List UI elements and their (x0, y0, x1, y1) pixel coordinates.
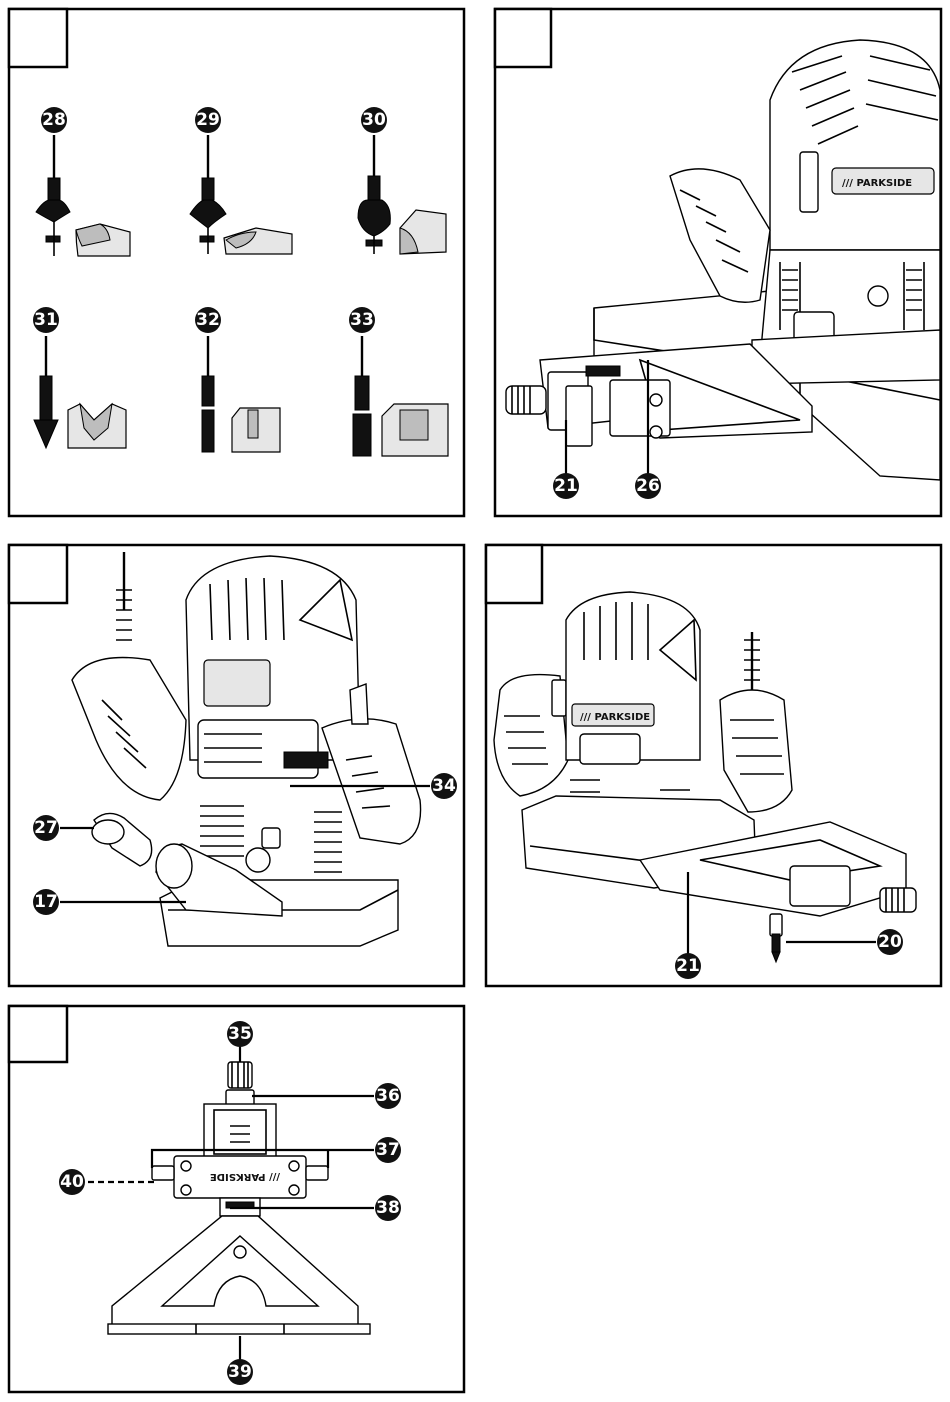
panel-bit-types (9, 9, 464, 516)
brand-label-panel4: /// PARKSIDE (580, 712, 650, 723)
svg-text:31: 31 (34, 310, 58, 330)
panel-parallel-guide-assembly: /// PARKSIDE (486, 545, 941, 986)
svg-text:33: 33 (350, 310, 374, 330)
callout-17-panel3: 17 (33, 889, 59, 915)
panel-dust-extraction-adapter: 34 27 17 (9, 545, 464, 986)
callout-26-panel2: 26 (635, 473, 661, 499)
panel-tab-1 (9, 9, 67, 67)
svg-text:35: 35 (228, 1024, 252, 1044)
svg-text:21: 21 (676, 956, 700, 976)
svg-text:17: 17 (34, 892, 58, 912)
panel-tab-2 (495, 9, 551, 67)
svg-text:28: 28 (42, 110, 66, 130)
svg-text:40: 40 (60, 1172, 84, 1192)
panel-parallel-guide-top-view: /// PARKSIDE 35 36 (9, 1006, 464, 1392)
callout-20-panel4: 20 (877, 929, 903, 955)
callout-33-panel1: 33 (349, 307, 375, 333)
callout-30-panel1: 30 (361, 107, 387, 133)
callout-32-panel1: 32 (195, 307, 221, 333)
callout-39-panel5: 39 (227, 1359, 253, 1385)
callout-34-panel3: 34 (431, 773, 457, 799)
callout-31-panel1: 31 (33, 307, 59, 333)
callout-37-panel5: 37 (375, 1137, 401, 1163)
svg-text:30: 30 (362, 110, 386, 130)
svg-text:32: 32 (196, 310, 220, 330)
panel-parallel-guide-on-workpiece: /// PARKSIDE 21 (495, 9, 941, 516)
svg-text:37: 37 (376, 1140, 400, 1160)
panel-tab-5 (9, 1006, 67, 1062)
brand-label-panel2: /// PARKSIDE (842, 178, 912, 189)
svg-text:21: 21 (554, 476, 578, 496)
callout-21-panel2: 21 (553, 473, 579, 499)
svg-text:27: 27 (34, 818, 58, 838)
svg-text:39: 39 (228, 1362, 252, 1382)
callout-40-panel5: 40 (59, 1169, 85, 1195)
callout-35-panel5: 35 (227, 1021, 253, 1047)
callout-27-panel3: 27 (33, 815, 59, 841)
callout-21-panel4: 21 (675, 953, 701, 979)
svg-text:34: 34 (432, 776, 456, 796)
svg-text:38: 38 (376, 1198, 400, 1218)
callout-36-panel5: 36 (375, 1083, 401, 1109)
panel-tab-4 (486, 545, 542, 603)
panel-tab-3 (9, 545, 67, 603)
callout-29-panel1: 29 (195, 107, 221, 133)
svg-text:36: 36 (376, 1086, 400, 1106)
callout-38-panel5: 38 (375, 1195, 401, 1221)
svg-text:20: 20 (878, 932, 902, 952)
svg-text:29: 29 (196, 110, 220, 130)
callout-28-panel1: 28 (41, 107, 67, 133)
brand-label-panel5: /// PARKSIDE (210, 1171, 280, 1182)
svg-text:26: 26 (636, 476, 660, 496)
